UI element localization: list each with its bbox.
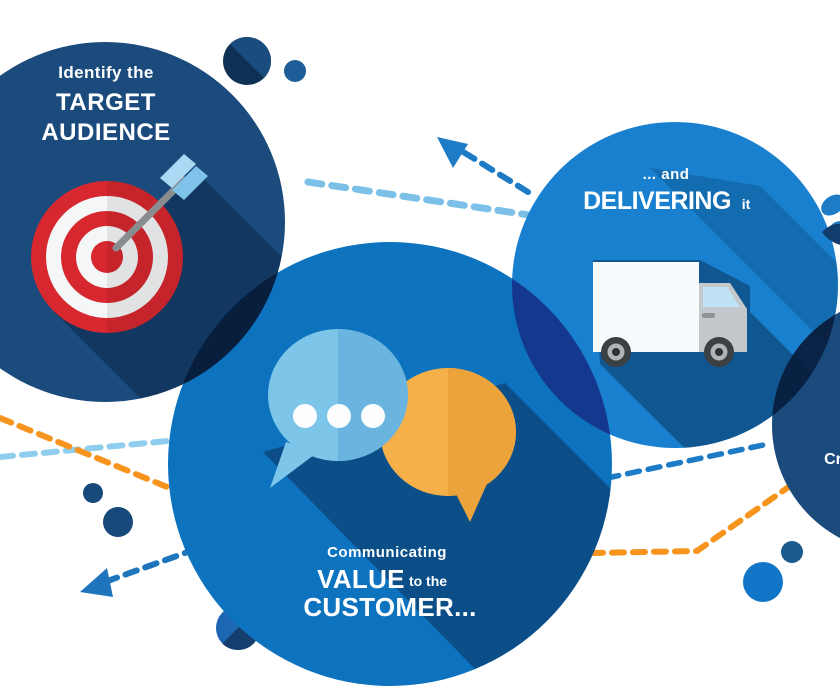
- deliver-suffix-label: it: [742, 196, 751, 212]
- deliver-emphasis-label: DELIVERING: [583, 187, 731, 215]
- satellite-dot-large: [223, 36, 272, 85]
- dot-left-large: [103, 507, 133, 537]
- dashed-line-left-light: [0, 438, 171, 460]
- target-prefix-label: Identify the: [58, 63, 153, 82]
- dashed-line-value-to-partial: [604, 441, 771, 481]
- dot-left-small: [83, 483, 103, 503]
- partial-cut-off-icon: [821, 194, 840, 245]
- delivery-truck-icon: [593, 262, 747, 367]
- dot-right-large: [743, 562, 783, 602]
- speech-bubbles-icon: [268, 329, 516, 522]
- truck-wheel-rear: [601, 337, 631, 367]
- value-middle-label: to the: [409, 573, 447, 589]
- satellite-dot-small: [284, 60, 306, 82]
- dashed-line-target-to-deliver: [304, 178, 533, 219]
- value-emphasis-label: VALUE: [317, 564, 405, 594]
- dashed-line-left-orange: [0, 415, 175, 492]
- truck-wheel-front: [704, 337, 734, 367]
- deliver-prefix-label: ... and: [643, 166, 690, 183]
- arrowhead-up-left-icon: [437, 137, 468, 168]
- orange-bubble: [380, 368, 516, 522]
- value-prefix-label: Communicating: [327, 544, 447, 561]
- dart-icon: [112, 154, 208, 252]
- target-line2-label: AUDIENCE: [41, 119, 170, 146]
- dashed-line-orange-right: [588, 483, 793, 556]
- blue-bubble: [268, 329, 408, 488]
- bullseye-target-icon: [31, 154, 208, 333]
- dashed-arrow-left-line: [99, 546, 199, 586]
- target-line1-label: TARGET: [56, 89, 156, 116]
- partial-fragment-label: Cr: [824, 451, 840, 468]
- value-emphasis2-label: CUSTOMER...: [303, 592, 476, 622]
- dot-right-small: [781, 541, 803, 563]
- arrowhead-left-icon: [80, 568, 113, 597]
- dashed-arrow-up-left-line: [449, 142, 531, 195]
